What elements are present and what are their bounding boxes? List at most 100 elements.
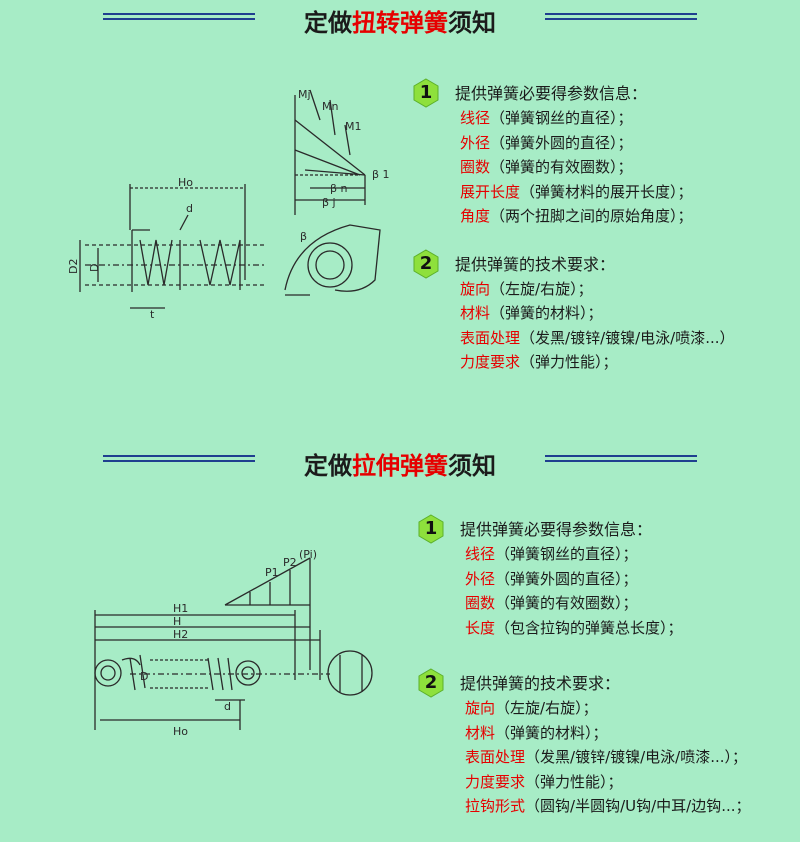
title-rule-right (545, 455, 697, 462)
extension-spring-section: 定做拉伸弹簧须知 (0, 430, 800, 842)
info-item-key: 线径 (460, 109, 491, 127)
step-2-badge: 2 (413, 248, 439, 279)
info-item-key: 圈数 (460, 158, 491, 176)
title-suffix: 须知 (448, 9, 496, 37)
info-item-key: 拉钩形式 (465, 797, 526, 815)
title-rule-right (545, 13, 697, 20)
info-item: 角度（两个扭脚之间的原始角度）； (413, 204, 735, 229)
info-item: 力度要求（弹力性能）； (418, 770, 751, 795)
info-item-value: （弹簧的材料）； (495, 723, 608, 742)
label-beta1: β 1 (372, 168, 390, 181)
info-item: 展开长度（弹簧材料的展开长度）； (413, 180, 735, 205)
info-item-key: 旋向 (465, 699, 496, 717)
label-ho: Ho (178, 176, 193, 189)
step-1: 1 提供弹簧必要得参数信息： (413, 78, 735, 108)
info-item-value: （发黑/镀锌/镀镍/电泳/喷漆...） (520, 328, 735, 347)
label-p2: P2 (283, 556, 297, 569)
info-item-value: （弹簧的材料）； (490, 304, 603, 322)
info-item: 表面处理（发黑/镀锌/镀镍/电泳/喷漆...）； (418, 745, 751, 770)
info-item-key: 力度要求 (460, 353, 521, 371)
section-title-row: 定做扭转弹簧须知 (0, 0, 800, 40)
info-item-value: （弹簧外圆的直径）； (490, 133, 633, 152)
info-item-key: 材料 (465, 723, 496, 742)
label-d2: D2 (67, 259, 80, 274)
label-dd: D (88, 264, 101, 272)
info-item-key: 力度要求 (465, 772, 526, 791)
title-suffix: 须知 (448, 452, 496, 480)
info-item-value: （弹簧材料的展开长度）； (520, 182, 693, 201)
extension-info: 1 提供弹簧必要得参数信息： 线径（弹簧钢丝的直径）；外径（弹簧外圆的直径）；圈… (418, 514, 751, 819)
step-2-list: 旋向（左旋/右旋）；材料（弹簧的材料）；表面处理（发黑/镀锌/镀镍/电泳/喷漆.… (418, 696, 751, 819)
info-item-key: 长度 (465, 618, 496, 637)
info-item: 长度（包含拉钩的弹簧总长度）； (418, 616, 751, 641)
info-item-key: 外径 (465, 569, 496, 588)
info-item: 线径（弹簧钢丝的直径）； (413, 106, 735, 131)
label-h: H (173, 615, 181, 628)
info-item-value: （两个扭脚之间的原始角度）； (490, 207, 693, 225)
torsion-info: 1 提供弹簧必要得参数信息： 线径（弹簧钢丝的直径）； 外径（弹簧外圆的直径）； 圈… (413, 78, 735, 375)
info-item: 表面处理（发黑/镀锌/镀镍/电泳/喷漆...） (413, 326, 735, 351)
info-item: 旋向（左旋/右旋）； (418, 696, 751, 721)
step-2: 2 提供弹簧的技术要求： (413, 248, 735, 279)
step-1-number: 1 (419, 82, 433, 103)
section-title-row: 定做拉伸弹簧须知 (0, 443, 800, 483)
info-item-key: 展开长度 (460, 182, 521, 201)
step-1-badge: 1 (413, 78, 439, 108)
info-item-key: 角度 (460, 207, 491, 225)
label-d: D (140, 670, 148, 683)
label-mn: Mn (322, 100, 338, 113)
info-item: 线径（弹簧钢丝的直径）； (418, 542, 751, 567)
label-p1: P1 (265, 566, 279, 579)
step-2-number: 2 (424, 672, 438, 693)
title-highlight: 拉伸弹簧 (352, 452, 448, 480)
info-item-key: 外径 (460, 133, 491, 152)
info-item-value: （弹簧的有效圈数）； (490, 158, 633, 176)
step-1-text: 提供弹簧必要得参数信息： (460, 520, 653, 539)
info-item-value: （弹簧钢丝的直径）； (490, 109, 633, 127)
info-item-value: （包含拉钩的弹簧总长度）； (495, 618, 683, 637)
step-1-text: 提供弹簧必要得参数信息： (455, 84, 648, 103)
section-title: 定做拉伸弹簧须知 (270, 446, 530, 481)
extension-spring-diagram: P1 P2 (Pi) H1 H H2 D d Ho (94, 548, 373, 738)
info-item-value: （圆钩/半圆钩/U钩/中耳/边钩...； (525, 797, 751, 815)
step-2-text: 提供弹簧的技术要求： (460, 674, 621, 693)
title-prefix: 定做 (304, 452, 352, 480)
step-1-list: 线径（弹簧钢丝的直径）；外径（弹簧外圆的直径）；圈数（弹簧的有效圈数）；长度（包… (418, 542, 751, 640)
title-rule-left (103, 455, 255, 462)
step-1: 1 提供弹簧必要得参数信息： (418, 514, 751, 544)
info-item-key: 表面处理 (465, 748, 526, 766)
step-2-list: 旋向（左旋/右旋）；材料（弹簧的材料）；表面处理（发黑/镀锌/镀镍/电泳/喷漆.… (413, 277, 735, 375)
info-item-key: 圈数 (465, 594, 496, 612)
label-betan: β n (330, 182, 348, 195)
label-mj: Mj (298, 88, 311, 101)
torsion-spring-section: 定做扭转弹簧须知 (0, 0, 800, 420)
info-item-value: （弹簧钢丝的直径）； (495, 545, 638, 563)
info-item-value: （弹簧外圆的直径）； (495, 569, 638, 588)
info-item: 圈数（弹簧的有效圈数）； (418, 591, 751, 616)
step-2-badge: 2 (418, 668, 444, 698)
torsion-spring-diagram: Ho d D2 D t Mj Mn M1 β 1 β n β j β (67, 88, 390, 320)
label-t: t (150, 308, 155, 320)
info-item: 力度要求（弹力性能）； (413, 350, 735, 375)
info-item: 材料（弹簧的材料）； (413, 301, 735, 326)
label-d-small: d (224, 700, 231, 713)
step-2: 2 提供弹簧的技术要求： (418, 668, 751, 698)
info-item-value: （弹力性能）； (525, 772, 623, 791)
label-h2: H2 (173, 628, 188, 641)
info-item: 拉钩形式（圆钩/半圆钩/U钩/中耳/边钩...； (418, 794, 751, 819)
info-item: 材料（弹簧的材料）； (418, 721, 751, 746)
info-item: 外径（弹簧外圆的直径）； (418, 567, 751, 592)
label-h1: H1 (173, 602, 188, 615)
label-beta: β (300, 230, 307, 243)
step-1-number: 1 (424, 518, 438, 539)
info-item-key: 旋向 (460, 279, 491, 298)
label-betaj: β j (322, 196, 336, 209)
info-item-value: （弹簧的有效圈数）； (495, 594, 638, 612)
title-highlight: 扭转弹簧 (352, 9, 448, 37)
section-title: 定做扭转弹簧须知 (270, 3, 530, 38)
title-prefix: 定做 (304, 9, 352, 37)
info-item-key: 材料 (460, 304, 491, 322)
step-2-text: 提供弹簧的技术要求： (455, 254, 616, 274)
label-d: d (186, 202, 193, 215)
info-item-key: 线径 (465, 545, 496, 563)
